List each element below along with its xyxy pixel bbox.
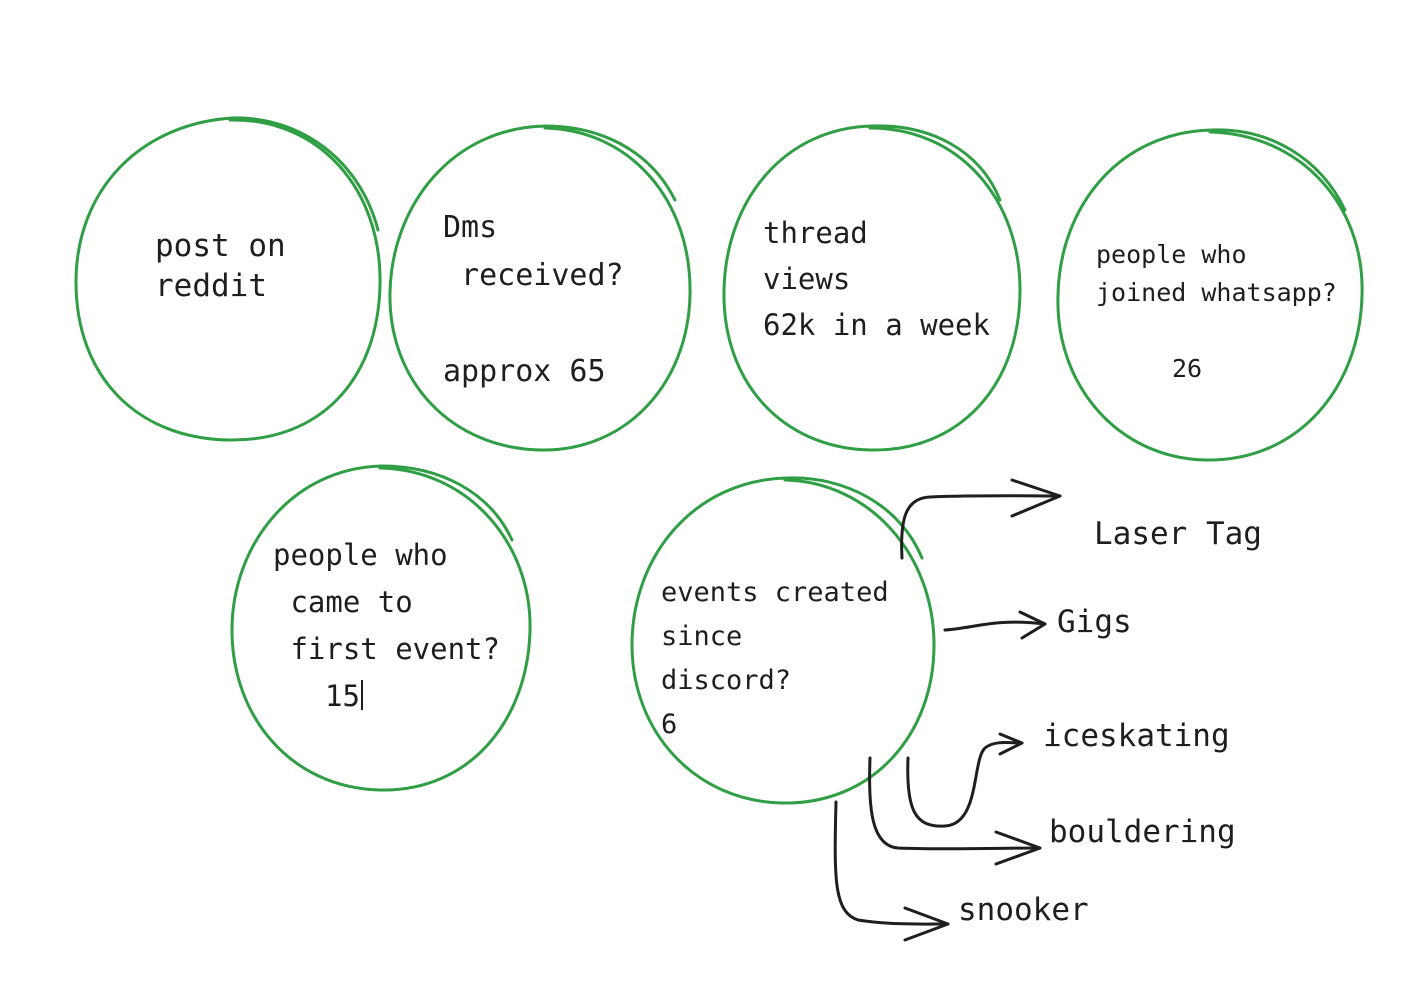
event-gigs: Gigs	[1057, 604, 1132, 640]
node-events-created-line3: discord?	[661, 665, 792, 696]
node-reddit-post: post on reddit	[155, 226, 286, 306]
node-whatsapp-line1: people who	[1096, 240, 1247, 269]
node-events-created-line4: 6	[661, 709, 678, 740]
node-reddit-post-line1: post on	[155, 228, 286, 264]
node-thread-views-line2: views	[763, 262, 851, 296]
node-first-event-line4: 15	[325, 679, 360, 713]
node-events-created: events created since discord? 6	[661, 571, 889, 747]
node-whatsapp-line3: 26	[1172, 354, 1203, 383]
arrow-bouldering	[868, 756, 1042, 851]
circle-dms	[388, 124, 692, 452]
event-bouldering: bouldering	[1049, 814, 1236, 850]
arrowhead-laser-tag	[1010, 478, 1062, 518]
node-first-event-line3: first event?	[273, 632, 500, 666]
node-dms-line3: approx 65	[443, 354, 606, 389]
arrowhead-bouldering	[994, 830, 1042, 866]
circle-whatsapp	[1056, 128, 1364, 462]
node-first-event-line1: people who	[273, 538, 448, 572]
node-thread-views: thread views 62k in a week	[763, 210, 990, 348]
node-first-event-line2: came to	[273, 585, 413, 619]
arrow-laser-tag	[900, 494, 1062, 560]
node-circles	[74, 116, 1364, 805]
circle-events-created	[630, 476, 936, 805]
node-whatsapp-line2: joined whatsapp?	[1096, 278, 1337, 307]
event-snooker: snooker	[958, 892, 1089, 928]
node-whatsapp: people who joined whatsapp? 26	[1096, 236, 1337, 388]
node-thread-views-line1: thread	[763, 216, 868, 250]
node-first-event: people who came to first event? 15	[273, 532, 500, 720]
circle-thread-views	[722, 124, 1022, 452]
circle-reddit-post	[74, 116, 382, 442]
arrowhead-iceskating	[998, 732, 1024, 756]
event-iceskating: iceskating	[1043, 718, 1230, 754]
arrowhead-gigs	[1018, 610, 1047, 640]
text-cursor	[360, 679, 363, 711]
node-events-created-line2: since	[661, 621, 743, 652]
node-events-created-line1: events created	[661, 577, 889, 608]
node-dms-line1: Dms	[443, 210, 498, 245]
arrowhead-snooker	[903, 906, 950, 942]
event-laser-tag: Laser Tag	[1094, 516, 1262, 552]
node-thread-views-line3: 62k in a week	[763, 308, 990, 342]
circle-first-event	[230, 464, 532, 792]
arrow-iceskating	[906, 740, 1024, 828]
event-arrows	[833, 478, 1062, 942]
arrow-snooker	[833, 800, 950, 926]
node-dms-line2: received?	[443, 258, 624, 293]
node-reddit-post-line2: reddit	[155, 268, 267, 304]
arrow-gigs	[943, 620, 1047, 632]
node-dms: Dms received? approx 65	[443, 204, 624, 396]
